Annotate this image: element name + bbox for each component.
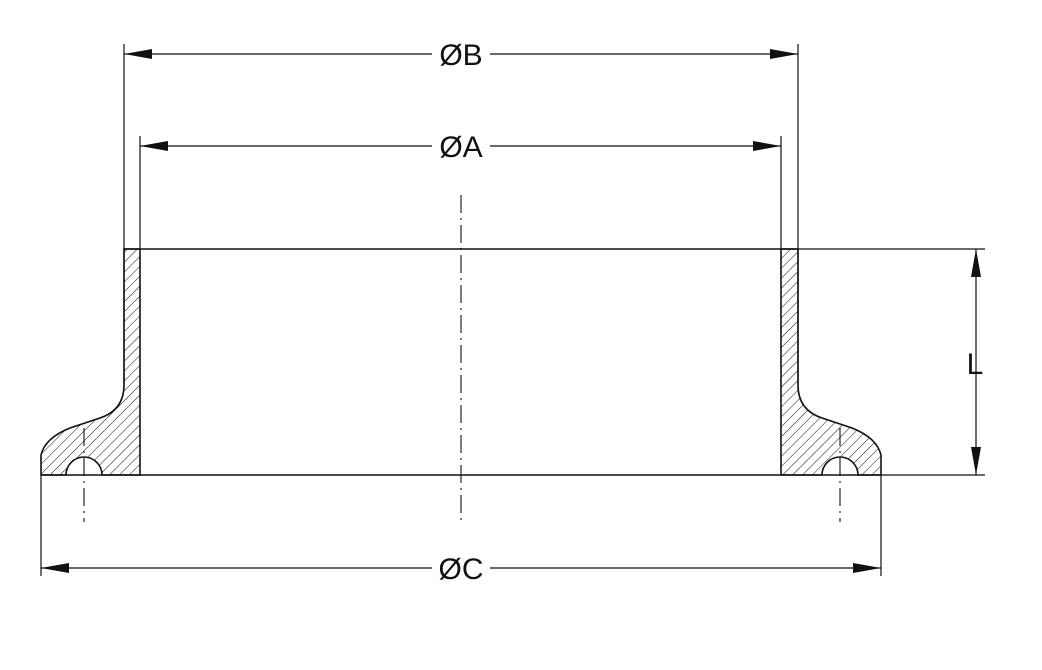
- dimension-c: ØC: [41, 553, 881, 586]
- left-wall-section: [40, 248, 141, 476]
- right-wall-section: [780, 248, 882, 476]
- dimension-l-label: L: [967, 348, 984, 381]
- dimension-a: ØA: [140, 131, 781, 164]
- dimension-l: L: [967, 249, 984, 475]
- dimension-b-label: ØB: [439, 39, 482, 72]
- dimension-c-label: ØC: [439, 553, 484, 586]
- dimension-a-label: ØA: [439, 131, 482, 164]
- dimension-b: ØB: [124, 39, 798, 72]
